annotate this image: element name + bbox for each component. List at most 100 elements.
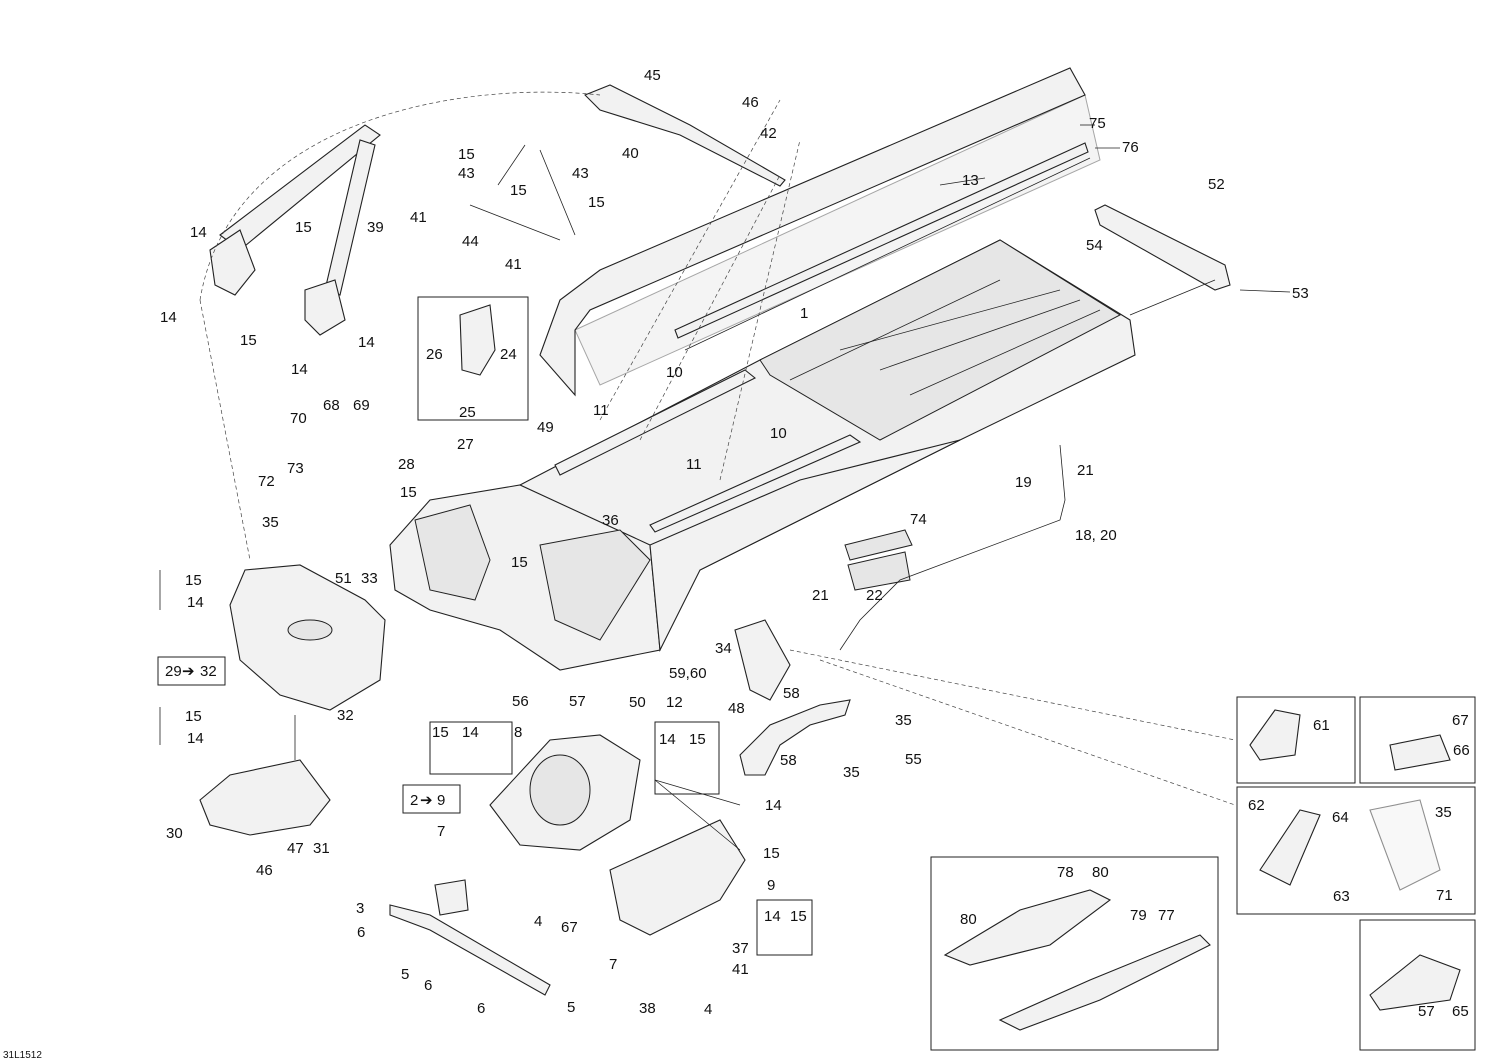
callout-33: 33 (361, 570, 378, 587)
callout-labels: 1 3 4 4 5 5 6 6 6 7 7 8 9 10 10 11 11 12… (3, 67, 1470, 1061)
callout-18-20: 18, 20 (1075, 527, 1117, 544)
callout-14: 14 (160, 309, 177, 326)
callout-43: 43 (458, 165, 475, 182)
callout-24: 24 (500, 346, 517, 363)
callout-14: 14 (765, 797, 782, 814)
callout-43: 43 (572, 165, 589, 182)
callout-57: 57 (569, 693, 586, 710)
callout-14: 14 (764, 908, 781, 925)
range-2: 2 (410, 792, 418, 809)
callout-41: 41 (505, 256, 522, 273)
detail-box-77-80 (930, 856, 1219, 1051)
range-29: 29 (165, 663, 182, 680)
callout-48: 48 (728, 700, 745, 717)
callout-34: 34 (715, 640, 732, 657)
lower-chassis-body (389, 439, 961, 671)
callout-8: 8 (514, 724, 522, 741)
callout-22: 22 (866, 587, 883, 604)
callout-15: 15 (588, 194, 605, 211)
detail-box-61 (1236, 696, 1356, 784)
callout-66: 66 (1453, 742, 1470, 759)
callout-79: 79 (1130, 907, 1147, 924)
callout-6: 6 (424, 977, 432, 994)
callout-61: 61 (1313, 717, 1330, 734)
running-board-tube (839, 444, 1066, 651)
callout-15: 15 (510, 182, 527, 199)
callout-68: 68 (323, 397, 340, 414)
callout-10: 10 (666, 364, 683, 381)
callout-30: 30 (166, 825, 183, 842)
rear-bumper-plate (1094, 204, 1231, 291)
range-arrow: ➔ (420, 792, 433, 809)
callout-72: 72 (258, 473, 275, 490)
callout-47: 47 (287, 840, 304, 857)
callout-4: 4 (534, 913, 542, 930)
callout-53: 53 (1292, 285, 1309, 302)
part-66 (1389, 734, 1451, 771)
callout-14: 14 (358, 334, 375, 351)
callout-12: 12 (666, 694, 683, 711)
callout-15: 15 (511, 554, 528, 571)
callout-15: 15 (790, 908, 807, 925)
callout-70: 70 (290, 410, 307, 427)
callout-46: 46 (742, 94, 759, 111)
callout-74: 74 (910, 511, 927, 528)
callout-13: 13 (962, 172, 979, 189)
callout-7: 7 (609, 956, 617, 973)
part-62 (1259, 809, 1321, 886)
hardware-box-15-14 (429, 721, 513, 775)
part-77 (998, 934, 1211, 1031)
callout-42: 42 (760, 125, 777, 142)
detail-box-66 (1359, 696, 1476, 784)
range-box-29-32 (157, 656, 226, 686)
callout-3: 3 (356, 900, 364, 917)
part-65 (1369, 954, 1461, 1011)
part-78 (943, 889, 1112, 966)
callout-31: 31 (313, 840, 330, 857)
callout-15: 15 (458, 146, 475, 163)
detail-box-62 (1236, 786, 1476, 915)
callout-15: 15 (240, 332, 257, 349)
callout-39: 39 (367, 219, 384, 236)
callout-46: 46 (256, 862, 273, 879)
callout-27: 27 (457, 436, 474, 453)
hardware-box-14-15-b (756, 899, 813, 956)
callout-67: 67 (561, 919, 578, 936)
leader-lines (159, 91, 1291, 851)
callout-51: 51 (335, 570, 352, 587)
part-61 (1249, 709, 1301, 761)
callout-21: 21 (812, 587, 829, 604)
callout-59-60: 59,60 (669, 665, 707, 682)
callout-54: 54 (1086, 237, 1103, 254)
side-rails (554, 369, 862, 533)
range-9: 9 (437, 792, 445, 809)
callout-14: 14 (190, 224, 207, 241)
callout-62: 62 (1248, 797, 1265, 814)
callout-71: 71 (1436, 887, 1453, 904)
callout-35: 35 (843, 764, 860, 781)
callout-65: 65 (1452, 1003, 1469, 1020)
callout-25: 25 (459, 404, 476, 421)
callout-6: 6 (357, 924, 365, 941)
callout-15: 15 (432, 724, 449, 741)
callout-56: 56 (512, 693, 529, 710)
callout-41: 41 (732, 961, 749, 978)
callout-4: 4 (704, 1001, 712, 1018)
detail-box-65 (1359, 919, 1476, 1051)
callout-14: 14 (659, 731, 676, 748)
callout-11: 11 (686, 456, 702, 473)
callout-19: 19 (1015, 474, 1032, 491)
callout-15: 15 (185, 708, 202, 725)
callout-21: 21 (1077, 462, 1094, 479)
part-62b (1369, 799, 1441, 891)
callout-1: 1 (800, 305, 808, 322)
callout-41: 41 (410, 209, 427, 226)
callout-73: 73 (287, 460, 304, 477)
footrest-plate (844, 529, 913, 591)
callout-5: 5 (567, 999, 575, 1016)
steering-column-support (209, 124, 381, 336)
callout-32: 32 (337, 707, 354, 724)
callout-58: 58 (780, 752, 797, 769)
range-arrow: ➔ (182, 663, 195, 680)
callout-75: 75 (1089, 115, 1106, 132)
